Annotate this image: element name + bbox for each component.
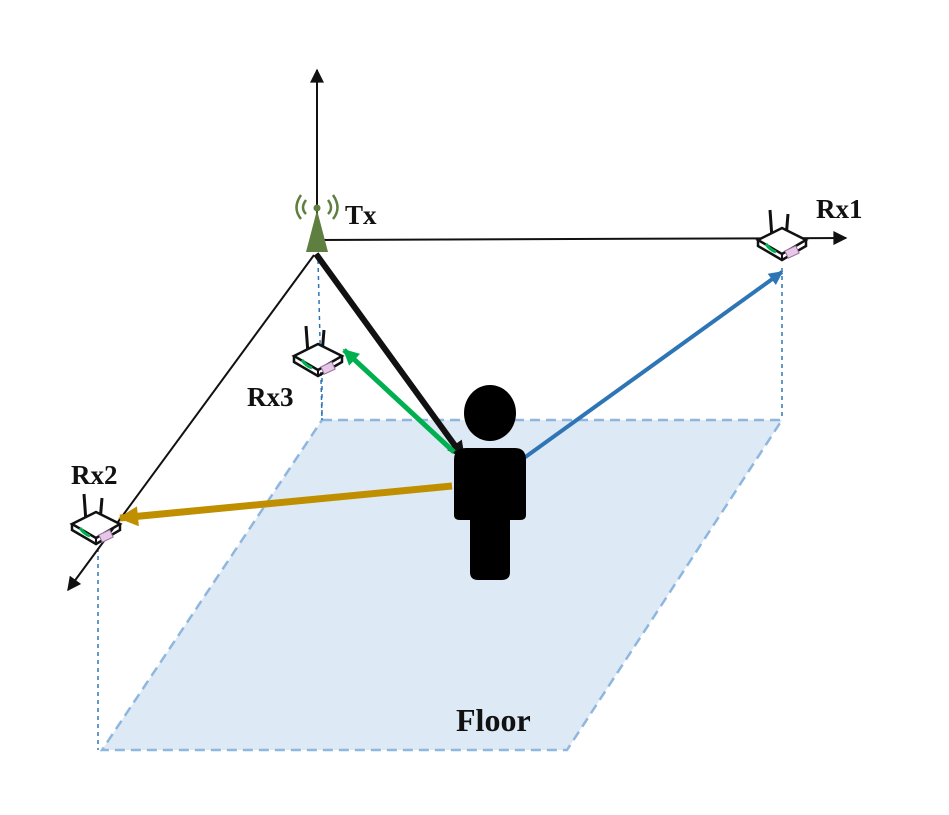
rx1-router-icon	[756, 208, 808, 262]
floor-plane	[99, 418, 785, 752]
person-silhouette-icon	[454, 385, 526, 580]
rx3-router-icon	[292, 324, 344, 378]
person-to-rx3-arrow	[342, 348, 456, 454]
tx-projection-line	[317, 259, 323, 421]
antenna-tower-icon	[295, 194, 339, 252]
floor-label: Floor	[456, 702, 531, 738]
rx2-label: Rx2	[71, 460, 118, 490]
rx2-router-icon	[70, 492, 122, 546]
person-to-rx2-arrow	[118, 482, 453, 527]
x-axis	[316, 231, 848, 246]
rx1-label: Rx1	[816, 194, 863, 224]
person-to-rx1-arrow	[522, 270, 784, 460]
tx-label: Tx	[345, 200, 377, 230]
tx-to-person-arrow	[313, 252, 467, 460]
rx3-label: Rx3	[247, 382, 294, 412]
